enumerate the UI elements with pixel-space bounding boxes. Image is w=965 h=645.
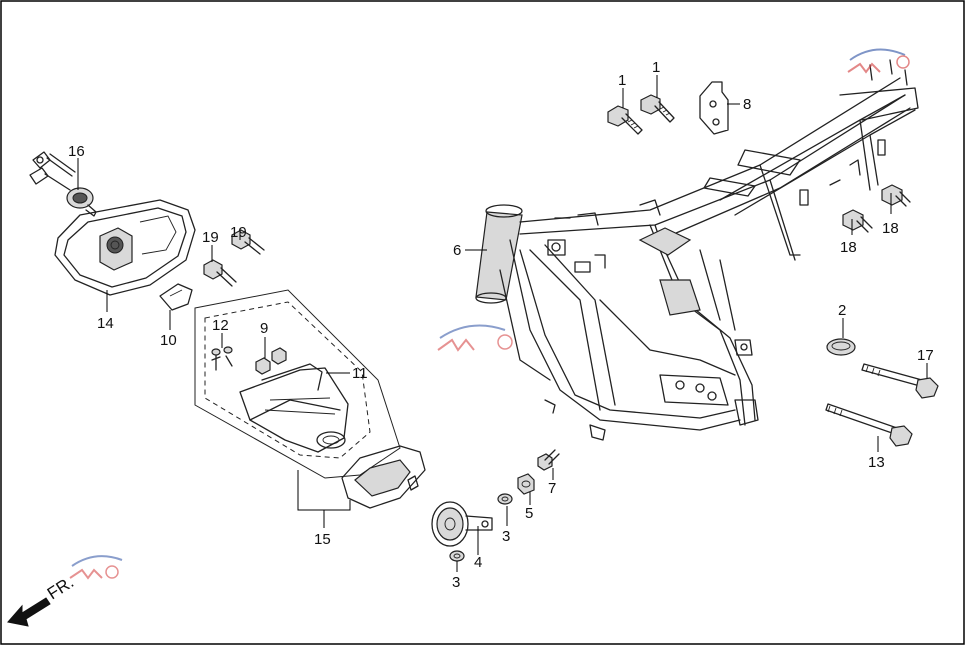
battery-cover-15 bbox=[341, 445, 426, 509]
callout-19a: 19 bbox=[202, 229, 219, 246]
bolt-19a bbox=[203, 259, 237, 287]
watermark-logo-mid bbox=[437, 324, 513, 352]
callout-17: 17 bbox=[917, 347, 934, 364]
callout-18b: 18 bbox=[882, 220, 899, 237]
assembly-15-outline bbox=[194, 289, 401, 479]
washer-3a bbox=[497, 493, 513, 505]
callout-7: 7 bbox=[548, 480, 556, 497]
horn-4 bbox=[431, 501, 493, 547]
callout-4: 4 bbox=[474, 554, 482, 571]
callout-10: 10 bbox=[160, 332, 177, 349]
bracket-8 bbox=[699, 81, 729, 135]
long-bolt-17 bbox=[861, 363, 939, 399]
callout-6: 6 bbox=[453, 242, 461, 259]
callout-labels: 1 1 2 3 3 4 5 6 7 8 9 10 11 12 13 14 15 … bbox=[68, 59, 934, 591]
callout-14: 14 bbox=[97, 315, 114, 332]
bolt-19b bbox=[231, 229, 265, 255]
callout-9: 9 bbox=[260, 320, 268, 337]
watermark-logo-top-right bbox=[847, 48, 910, 74]
washer-3b bbox=[449, 550, 465, 562]
bolt-18b bbox=[842, 209, 873, 233]
callout-2: 2 bbox=[838, 302, 846, 319]
front-arrow-icon bbox=[7, 597, 51, 627]
leader-lines bbox=[77, 75, 928, 572]
side-cover-14 bbox=[54, 199, 196, 296]
bolt-18a bbox=[881, 184, 911, 207]
callout-13: 13 bbox=[868, 454, 885, 471]
bolt-7 bbox=[537, 449, 560, 471]
callout-8: 8 bbox=[743, 96, 751, 113]
callout-1b: 1 bbox=[652, 59, 660, 76]
bolt-1a bbox=[607, 105, 643, 135]
screw-12a bbox=[211, 348, 221, 371]
callout-1a: 1 bbox=[618, 72, 626, 89]
callout-15: 15 bbox=[314, 531, 331, 548]
long-bolt-13 bbox=[825, 403, 913, 447]
grommet-9b bbox=[271, 347, 287, 365]
callout-5: 5 bbox=[525, 505, 533, 522]
callout-3a: 3 bbox=[452, 574, 460, 591]
front-direction-indicator: FR. bbox=[7, 573, 77, 627]
battery-box-11 bbox=[239, 363, 349, 453]
callout-19b: 19 bbox=[230, 224, 247, 241]
callout-3b: 3 bbox=[502, 528, 510, 545]
screw-12b bbox=[223, 346, 233, 367]
clip-10 bbox=[159, 283, 193, 311]
grommet-2 bbox=[826, 338, 856, 356]
callout-16: 16 bbox=[68, 143, 85, 160]
callout-11: 11 bbox=[352, 365, 368, 382]
callout-12: 12 bbox=[212, 317, 229, 334]
grommet-9a bbox=[255, 357, 271, 375]
nut-5 bbox=[517, 473, 535, 495]
main-frame bbox=[475, 59, 919, 441]
bolt-1b bbox=[640, 94, 675, 123]
callout-18a: 18 bbox=[840, 239, 857, 256]
ignition-switch-16 bbox=[29, 151, 97, 217]
watermark-logo-bottom-left bbox=[69, 555, 123, 580]
